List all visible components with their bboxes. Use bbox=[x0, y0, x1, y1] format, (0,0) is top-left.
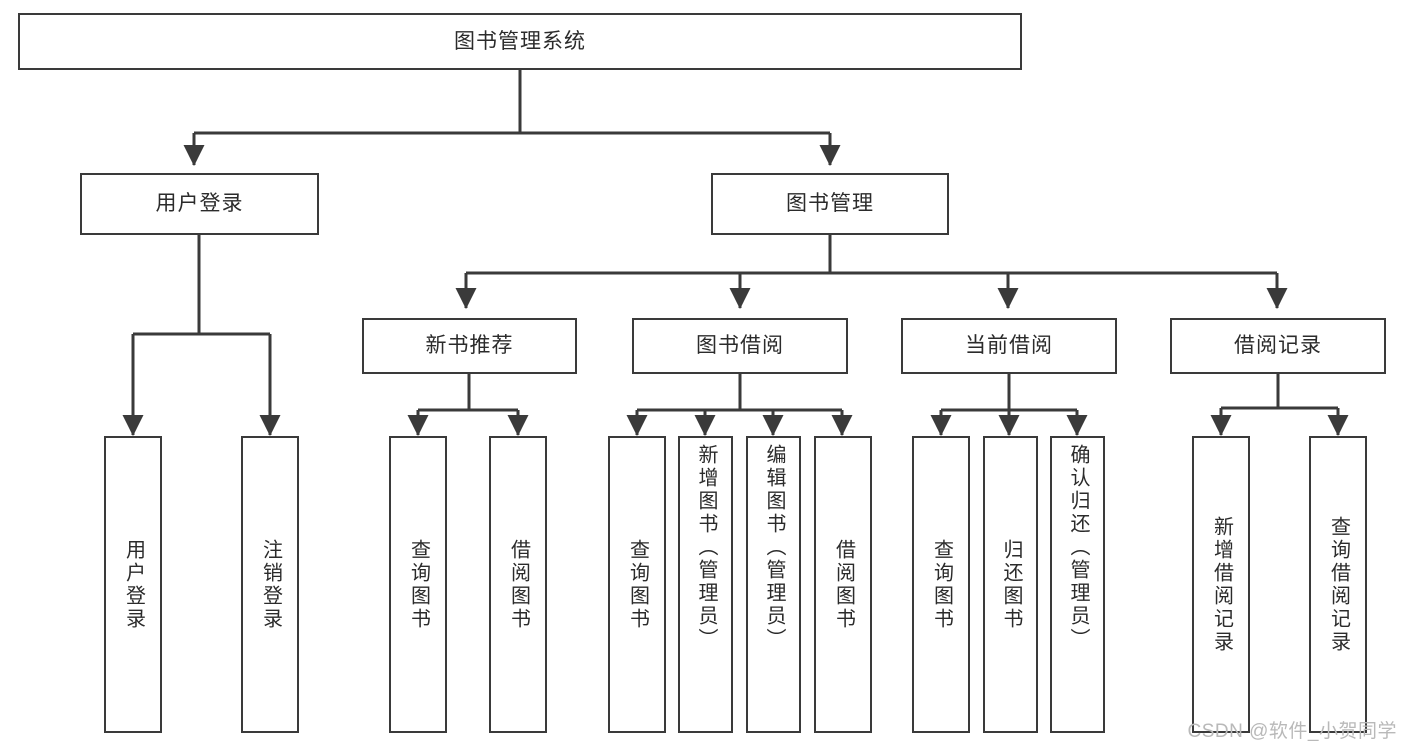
node-label: 查询图书 bbox=[626, 538, 649, 631]
node-leaf-query-book-1[interactable]: 查询图书 bbox=[389, 436, 447, 733]
edges-currentborrow-to-leaves bbox=[930, 374, 1088, 437]
node-leaf-add-book-admin[interactable]: 新增图书（管理员） bbox=[678, 436, 733, 733]
edges-bookborrow-to-leaves bbox=[626, 374, 853, 437]
node-label: 借阅记录 bbox=[1234, 334, 1322, 358]
node-root-book-management-system[interactable]: 图书管理系统 bbox=[18, 13, 1022, 70]
edges-userlogin-to-leaves bbox=[122, 235, 281, 437]
node-leaf-return-book[interactable]: 归还图书 bbox=[983, 436, 1038, 733]
node-label: 用户登录 bbox=[155, 192, 244, 216]
node-book-manage[interactable]: 图书管理 bbox=[711, 173, 949, 235]
edges-borrowrecord-to-leaves bbox=[1210, 374, 1349, 437]
node-leaf-query-book-3[interactable]: 查询图书 bbox=[912, 436, 970, 733]
node-label: 归还图书 bbox=[1000, 538, 1022, 631]
edges-root-to-level2 bbox=[183, 70, 841, 167]
node-label: 用户登录 bbox=[122, 538, 145, 631]
node-borrow-record[interactable]: 借阅记录 bbox=[1170, 318, 1386, 374]
node-label: 查询借阅记录 bbox=[1327, 515, 1350, 654]
edges-newbook-to-leaves bbox=[407, 374, 529, 437]
node-new-book-recommend[interactable]: 新书推荐 bbox=[362, 318, 577, 374]
node-leaf-user-login[interactable]: 用户登录 bbox=[104, 436, 162, 733]
node-label: 确认归还（管理员） bbox=[1067, 444, 1089, 651]
node-label: 借阅图书 bbox=[832, 538, 855, 631]
node-label: 新书推荐 bbox=[425, 334, 514, 358]
node-book-borrow[interactable]: 图书借阅 bbox=[632, 318, 848, 374]
node-leaf-logout-login[interactable]: 注销登录 bbox=[241, 436, 299, 733]
node-leaf-borrow-book-2[interactable]: 借阅图书 bbox=[814, 436, 872, 733]
node-label: 新增借阅记录 bbox=[1210, 515, 1233, 654]
node-leaf-query-borrow-record[interactable]: 查询借阅记录 bbox=[1309, 436, 1367, 733]
node-leaf-query-book-2[interactable]: 查询图书 bbox=[608, 436, 666, 733]
node-label: 当前借阅 bbox=[965, 334, 1053, 358]
node-leaf-confirm-return-admin[interactable]: 确认归还（管理员） bbox=[1050, 436, 1105, 733]
node-user-login[interactable]: 用户登录 bbox=[80, 173, 319, 235]
node-label: 图书管理 bbox=[786, 192, 874, 216]
node-leaf-edit-book-admin[interactable]: 编辑图书（管理员） bbox=[746, 436, 801, 733]
node-label: 查询图书 bbox=[930, 538, 953, 631]
node-label: 编辑图书（管理员） bbox=[763, 444, 785, 651]
node-label: 借阅图书 bbox=[507, 538, 530, 631]
node-label: 查询图书 bbox=[407, 538, 430, 631]
node-label: 注销登录 bbox=[259, 538, 282, 631]
node-label: 图书管理系统 bbox=[454, 29, 586, 53]
node-label: 新增图书（管理员） bbox=[695, 444, 717, 651]
node-leaf-borrow-book-1[interactable]: 借阅图书 bbox=[489, 436, 547, 733]
csdn-watermark: CSDN @软件_小贺同学 bbox=[1187, 721, 1397, 742]
node-leaf-add-borrow-record[interactable]: 新增借阅记录 bbox=[1192, 436, 1250, 733]
node-current-borrow[interactable]: 当前借阅 bbox=[901, 318, 1117, 374]
node-label: 图书借阅 bbox=[696, 334, 784, 358]
edges-bookmanage-to-level3 bbox=[455, 235, 1288, 310]
